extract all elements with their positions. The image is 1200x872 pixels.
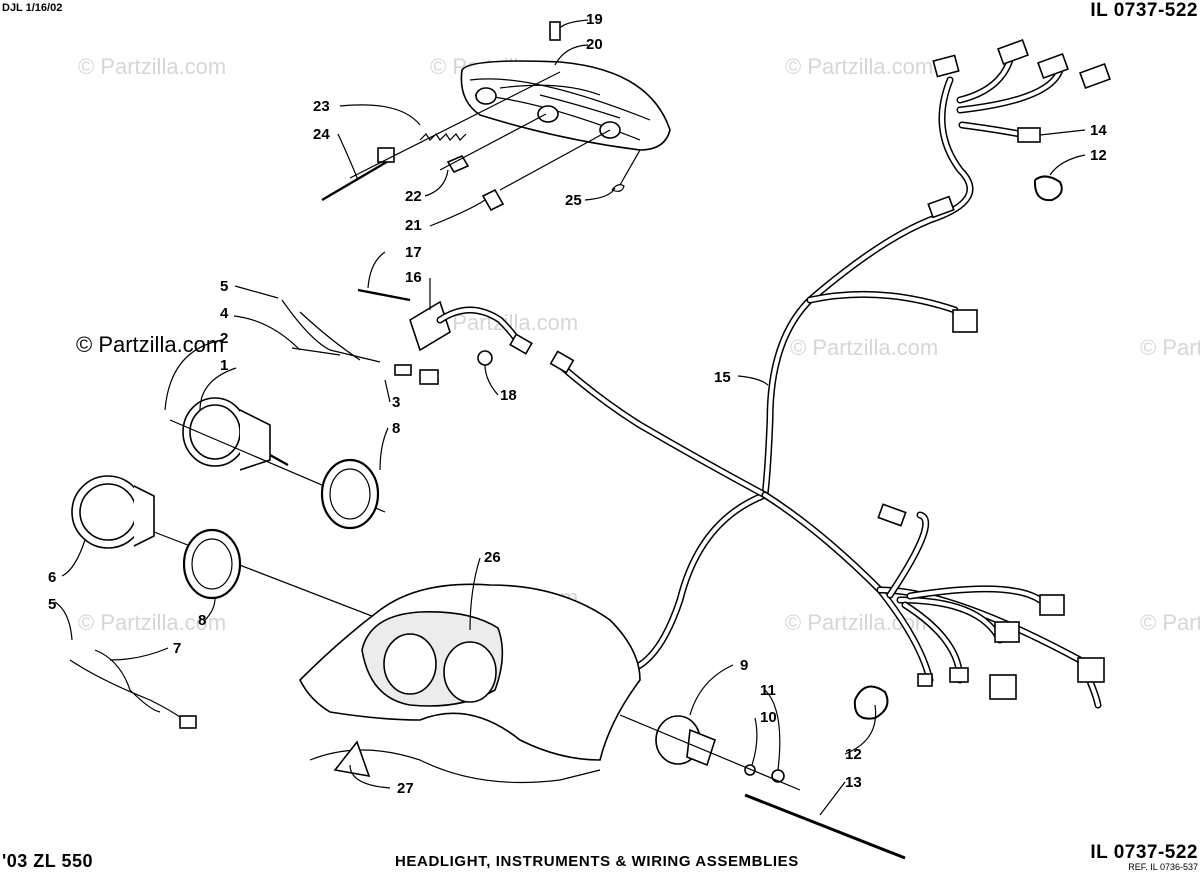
hood-panel	[299, 583, 641, 784]
callout-10: 10	[760, 709, 777, 726]
callout-21: 21	[405, 217, 422, 234]
wire-pigtail-upper	[281, 299, 439, 385]
callout-5-lower: 5	[48, 596, 56, 613]
leader-lines	[54, 19, 1086, 816]
callout-27: 27	[397, 780, 414, 797]
callout-5: 5	[220, 278, 228, 295]
watermark: © Partzilla.com	[790, 335, 938, 360]
callout-11: 11	[760, 682, 776, 699]
wiring-harness	[549, 39, 1111, 720]
callout-7: 7	[173, 640, 181, 657]
headlight-assembly	[321, 21, 671, 212]
callout-8-lower: 8	[198, 612, 206, 629]
speedo-drive	[619, 714, 906, 860]
watermark-prominent: © Partzilla.com	[76, 332, 224, 357]
page-title: HEADLIGHT, INSTRUMENTS & WIRING ASSEMBLI…	[395, 853, 799, 870]
callout-2: 2	[220, 330, 228, 347]
callout-8: 8	[392, 420, 400, 437]
callout-6: 6	[48, 569, 56, 586]
reference-code: REF. IL 0736-537	[1128, 862, 1198, 872]
gauge-lower	[71, 475, 461, 651]
watermark: © Partzilla.com	[1140, 610, 1200, 635]
callout-16: 16	[405, 269, 422, 286]
callout-14: 14	[1090, 122, 1107, 139]
illustration-code-bottom: IL 0737-522	[1090, 842, 1198, 863]
callout-18: 18	[500, 387, 517, 404]
callout-13: 13	[845, 774, 862, 791]
callout-22: 22	[405, 188, 422, 205]
watermark: © Partzilla.com	[78, 610, 226, 635]
callout-19: 19	[586, 11, 603, 28]
wire-pigtail-lower	[69, 649, 197, 729]
callout-3: 3	[392, 394, 400, 411]
speedo-bracket	[357, 288, 533, 366]
drawing-date-code: DJL 1/16/02	[2, 2, 63, 14]
callout-23: 23	[313, 98, 330, 115]
watermark: © Partzilla.com	[1140, 335, 1200, 360]
watermark: © Partzilla.com	[78, 54, 226, 79]
callout-numbers: 19 20 23 24 22 21 25 14 12 17 16 18 5 4 …	[48, 11, 1107, 797]
callout-4: 4	[220, 305, 229, 322]
callout-26: 26	[484, 549, 501, 566]
model-label: '03 ZL 550	[2, 851, 94, 871]
callout-12: 12	[1090, 147, 1107, 164]
callout-9: 9	[740, 657, 748, 674]
callout-12-lower: 12	[845, 746, 862, 763]
callout-24: 24	[313, 126, 330, 143]
gauge-upper	[169, 397, 386, 530]
illustration-code-top: IL 0737-522	[1090, 0, 1198, 21]
callout-15: 15	[714, 369, 731, 386]
callout-20: 20	[586, 36, 603, 53]
callout-17: 17	[405, 244, 422, 261]
callout-25: 25	[565, 192, 582, 209]
callout-1: 1	[220, 357, 228, 374]
watermark: © Partzilla.com	[785, 54, 933, 79]
